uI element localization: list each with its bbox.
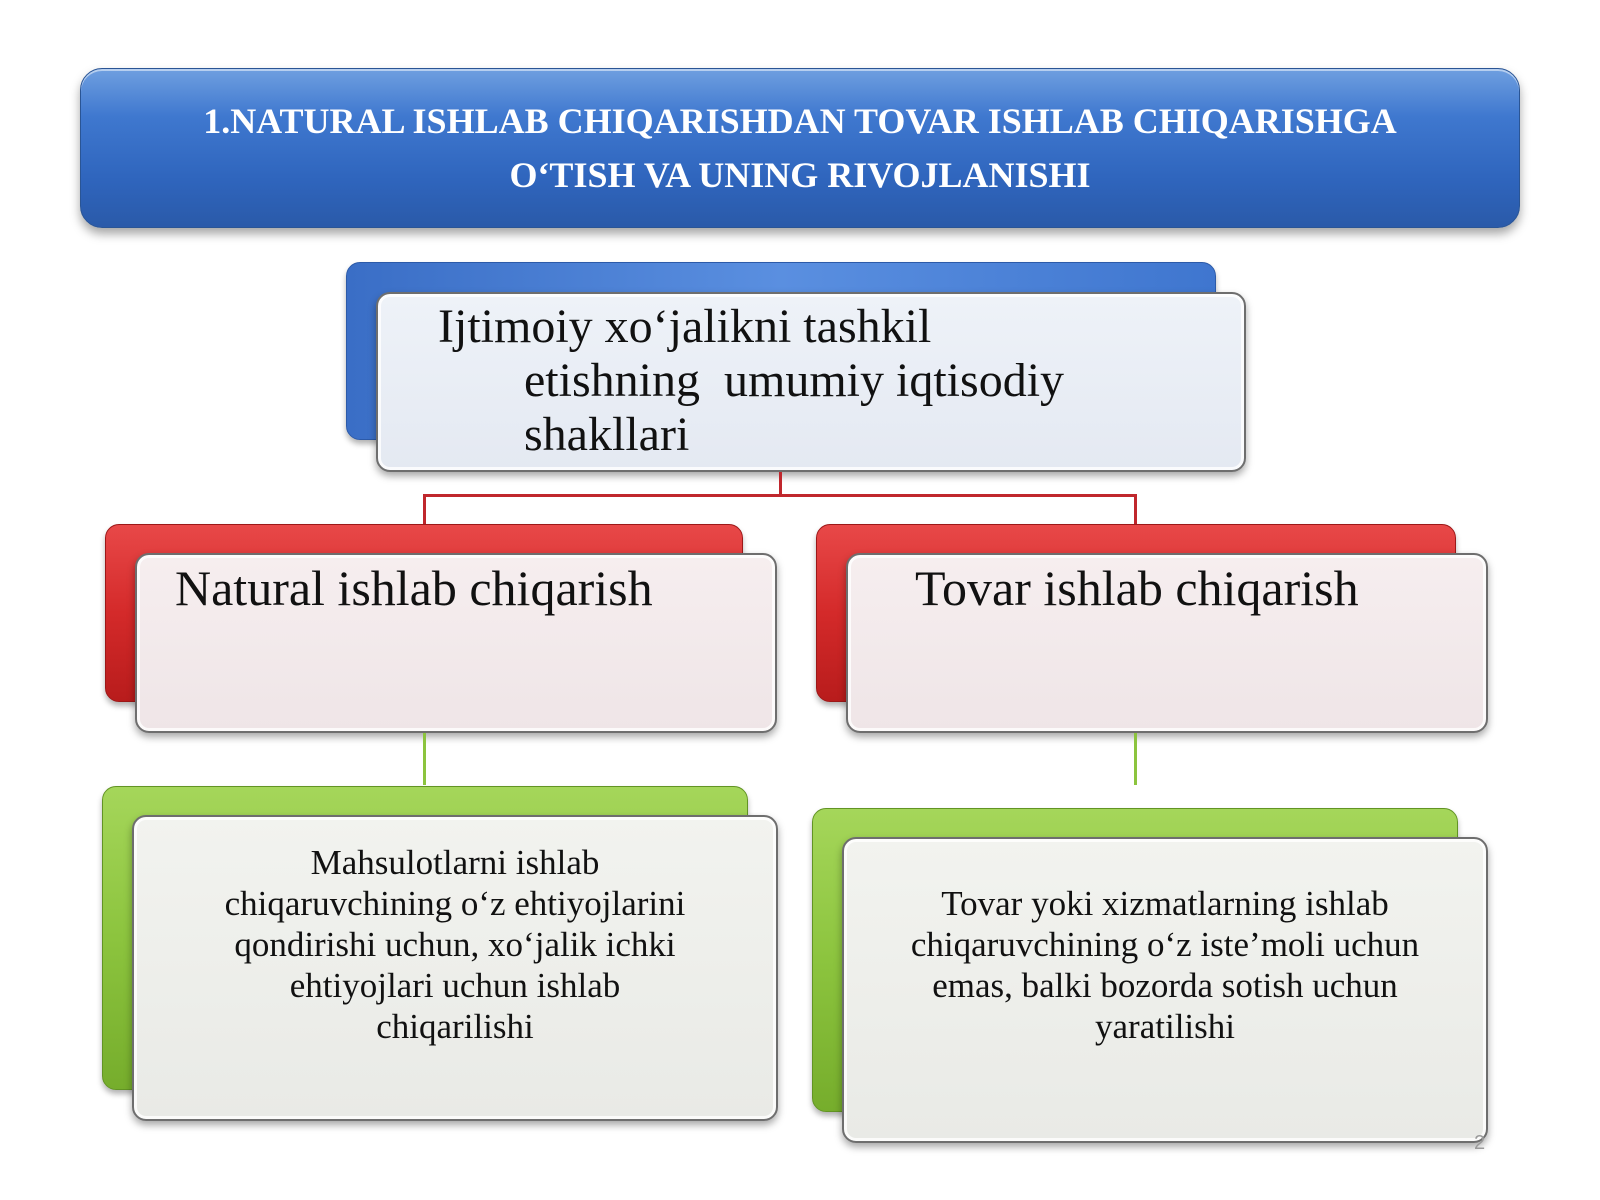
natural-desc-text: Mahsulotlarni ishlab chiqaruvchining o‘z…: [150, 842, 760, 1047]
natural-desc-line-2: chiqaruvchining o‘z ehtiyojlarini: [224, 884, 686, 923]
tovar-desc-node: [842, 837, 1488, 1143]
tovar-node: [846, 553, 1488, 733]
root-node-line-1: Ijtimoiy xo‘jalikni tashkil: [438, 300, 932, 353]
tovar-desc-text: Tovar yoki xizmatlarning ishlab chiqaruv…: [860, 883, 1470, 1047]
connector-horizontal: [423, 494, 1137, 497]
title-line-2: O‘TISH VA UNING RIVOJLANISHI: [509, 155, 1091, 195]
tovar-node-label: Tovar ishlab chiqarish: [915, 560, 1359, 616]
tovar-desc-line-3: emas, balki bozorda sotish uchun: [932, 966, 1398, 1005]
connector-root-vertical: [779, 472, 782, 495]
natural-desc-line-3: qondirishi uchun, xo‘jalik ichki: [234, 925, 676, 964]
natural-node: [135, 553, 777, 733]
connector-natural-down: [423, 733, 426, 785]
natural-desc-node: [132, 815, 778, 1121]
natural-desc-line-1: Mahsulotlarni ishlab: [310, 843, 600, 882]
natural-desc-line-5: chiqarilishi: [376, 1007, 534, 1046]
root-node: [376, 292, 1246, 472]
connector-left-drop: [423, 494, 426, 524]
root-node-line-2: etishning umumiy iqtisodiy: [524, 354, 1065, 407]
connector-tovar-down: [1134, 733, 1137, 785]
tovar-desc-line-2: chiqaruvchining o‘z iste’moli uchun: [910, 925, 1420, 964]
title-banner: 1.NATURAL ISHLAB CHIQARISHDAN TOVAR ISHL…: [80, 68, 1520, 228]
natural-node-label: Natural ishlab chiqarish: [175, 560, 653, 616]
root-node-line-3: shakllari: [524, 408, 690, 461]
natural-desc-line-4: ehtiyojlari uchun ishlab: [289, 966, 621, 1005]
page-number: 2: [1474, 1132, 1486, 1154]
tovar-desc-line-1: Tovar yoki xizmatlarning ishlab: [941, 884, 1389, 923]
connector-right-drop: [1134, 494, 1137, 524]
tovar-desc-line-4: yaratilishi: [1095, 1007, 1235, 1046]
title-line-1: 1.NATURAL ISHLAB CHIQARISHDAN TOVAR ISHL…: [203, 101, 1397, 141]
